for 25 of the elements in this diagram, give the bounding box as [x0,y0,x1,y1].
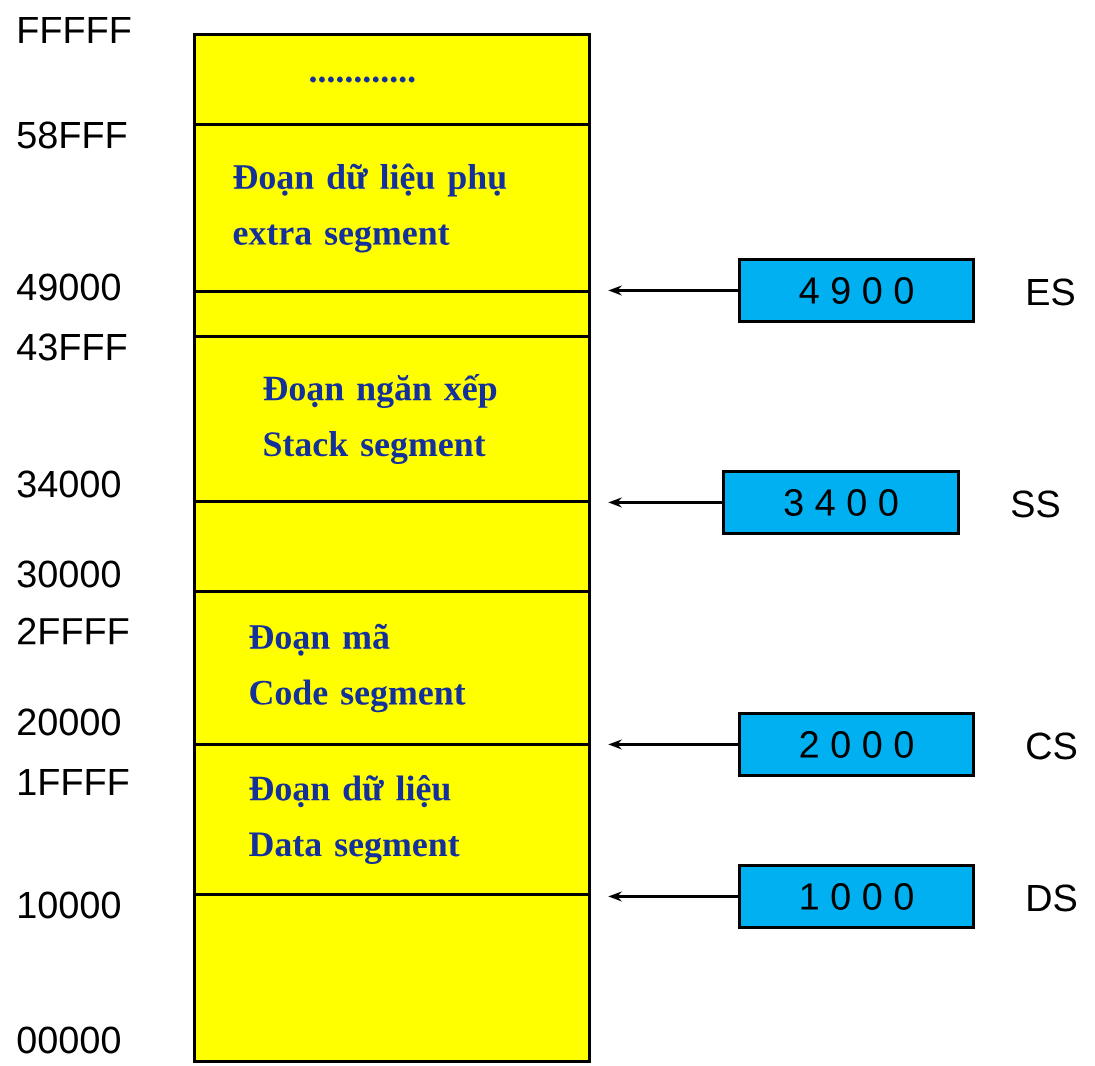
memory-band: Đoạn mã Code segment [193,590,591,746]
memory-band [193,500,591,593]
address-label: 00000 [17,1026,120,1054]
register-name: DS [1028,884,1077,912]
memory-band [193,893,591,1063]
register-box: 1 0 0 0 [738,864,975,929]
address-label: 2FFFF [18,617,129,645]
address-label: 49000 [17,273,120,301]
address-label: 1FFFF [19,769,129,795]
address-label: 43FFF [17,333,127,361]
register-name: CS [1027,732,1077,760]
address-label: 20000 [18,708,120,736]
memory-band: ............ [193,33,591,126]
memory-band: Đoạn dữ liệu Data segment [193,743,591,896]
register-box: 3 4 0 0 [722,470,960,535]
memory-band [193,290,591,338]
register-name: ES [1028,278,1074,306]
address-label: 34000 [17,470,120,498]
register-box: 2 0 0 0 [738,712,975,777]
address-label: FFFFF [19,17,131,43]
address-label: 10000 [19,891,120,919]
register-name: SS [1011,490,1059,518]
address-label: 30000 [17,560,120,588]
register-box: 4 9 0 0 [738,258,975,323]
address-label: 58FFF [17,121,127,149]
